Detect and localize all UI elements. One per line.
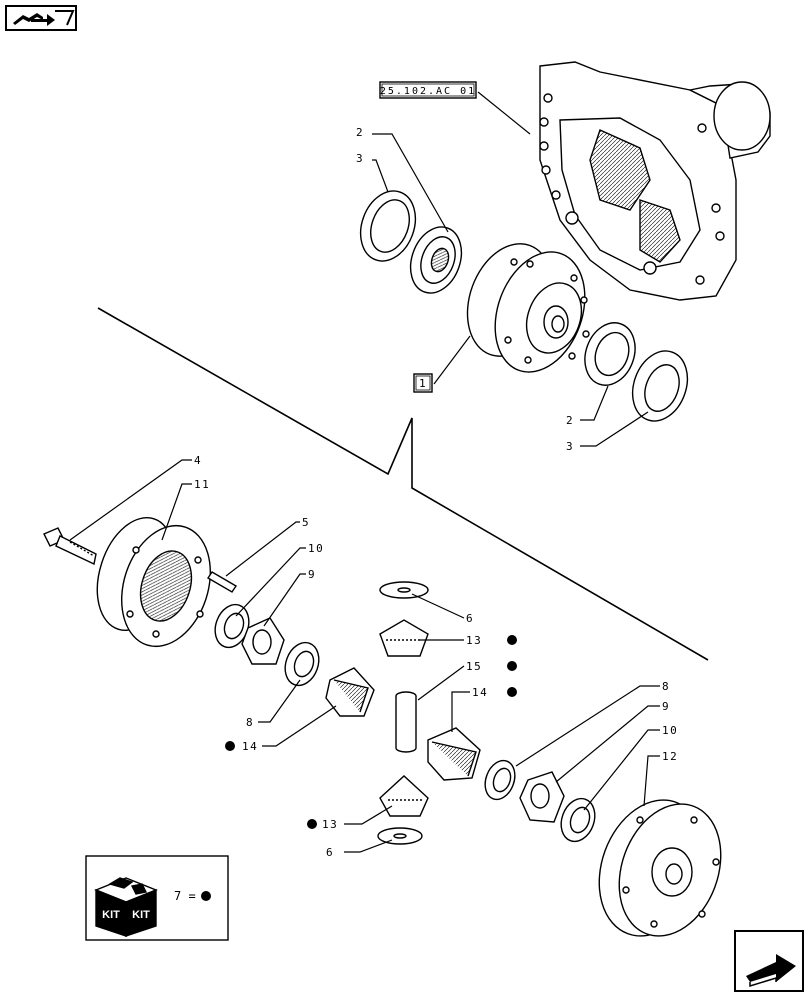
callout-11: 11 (194, 478, 210, 491)
side-gear-right (427, 727, 481, 781)
kit-legend-dot (201, 891, 211, 901)
top-nav-button[interactable] (5, 5, 77, 31)
side-gear-left (325, 667, 375, 717)
kit-legend: KIT KIT 7 = (85, 855, 229, 941)
callout-14a: 14 (242, 740, 258, 753)
reference-box-label: 25.102.AC 01 (380, 86, 476, 97)
washer-group-right (484, 759, 596, 843)
group-box-label: 1 (419, 377, 427, 390)
pinion-gear-top (379, 581, 429, 657)
pin (207, 571, 237, 593)
cross-shaft (395, 691, 417, 753)
callout-8b: 8 (662, 680, 670, 693)
callout-4: 4 (194, 454, 202, 467)
kit-dot-13b (307, 819, 317, 829)
callout-12: 12 (662, 750, 678, 763)
callout-3b: 3 (566, 440, 574, 453)
differential-cover (598, 799, 722, 937)
carrier (96, 517, 212, 648)
next-page-arrow-icon (746, 954, 796, 988)
callout-6a: 6 (466, 612, 474, 625)
kit-word-2: KIT (132, 909, 150, 921)
callout-15: 15 (466, 660, 482, 673)
axle-housing (539, 61, 771, 301)
kit-dot-15 (507, 661, 517, 671)
callout-13b: 13 (322, 818, 338, 831)
bolt (43, 527, 97, 566)
reference-box[interactable]: 25.102.AC 01 (379, 81, 477, 99)
kit-box-icon (94, 877, 158, 937)
differential-case (466, 243, 590, 373)
separator-line (97, 307, 709, 661)
kit-dot-14b (507, 687, 517, 697)
leader-lines (69, 91, 660, 853)
callout-2b: 2 (566, 414, 574, 427)
kit-word-1: KIT (102, 909, 120, 921)
callout-6b: 6 (326, 846, 334, 859)
kit-legend-equation: 7 = (174, 889, 196, 903)
callout-14b: 14 (472, 686, 488, 699)
kit-dot-13a (507, 635, 517, 645)
callout-13a: 13 (466, 634, 482, 647)
bearing-ring-right (584, 322, 689, 422)
group-box[interactable]: 1 (413, 373, 433, 393)
next-page-button[interactable] (734, 930, 804, 992)
kit-dot-14a (225, 741, 235, 751)
callout-2a: 2 (356, 126, 364, 139)
callout-8a: 8 (246, 716, 254, 729)
callout-10a: 10 (308, 542, 324, 555)
callout-9a: 9 (308, 568, 316, 581)
callout-9b: 9 (662, 700, 670, 713)
callout-10b: 10 (662, 724, 678, 737)
callout-5: 5 (302, 516, 310, 529)
bearing-ring-top-left (359, 190, 463, 294)
callout-3a: 3 (356, 152, 364, 165)
book-arrow-icon (13, 10, 75, 26)
washer-group-left (214, 603, 320, 687)
